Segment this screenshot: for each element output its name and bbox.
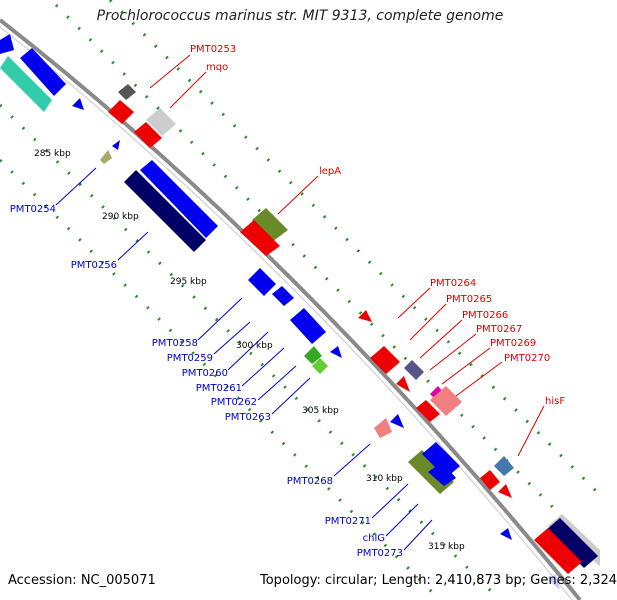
gene-label-forward[interactable]: PMT0269 <box>490 338 536 349</box>
track-guide-outer-1 <box>54 3 602 557</box>
gene-label-reverse[interactable]: PMT0271 <box>325 516 371 527</box>
gene-chlG[interactable] <box>422 442 460 478</box>
kbp-label: 285 kbp <box>34 149 71 159</box>
forward-genes <box>108 84 600 574</box>
gene-label-reverse[interactable]: PMT0273 <box>357 548 403 559</box>
gene-pmt0273[interactable] <box>428 462 456 486</box>
kbp-label: 305 kbp <box>302 406 339 416</box>
gene-reverse-i[interactable] <box>548 574 560 590</box>
gene-pmt0259[interactable] <box>272 286 294 306</box>
gene-pmt0260[interactable] <box>290 308 326 344</box>
gene-label-reverse[interactable]: chlG <box>363 533 385 544</box>
gene-label-reverse[interactable]: PMT0258 <box>152 338 198 349</box>
forward-callouts <box>149 54 545 457</box>
gene-label-forward[interactable]: PMT0267 <box>476 324 522 335</box>
gene-reverse-b[interactable] <box>0 56 52 112</box>
gene-reverse-f[interactable] <box>124 170 206 252</box>
gene-label-forward[interactable]: PMT0253 <box>190 44 236 55</box>
gene-label-reverse[interactable]: PMT0263 <box>225 412 271 423</box>
gene-forward-c[interactable] <box>240 220 280 256</box>
kbp-label: 290 kbp <box>102 212 139 222</box>
gene-label-reverse[interactable]: PMT0259 <box>167 353 213 364</box>
reverse-labels: PMT0254 PMT0256 PMT0258 PMT0259 PMT0260 … <box>10 204 403 559</box>
gene-label-forward[interactable]: hisF <box>545 396 565 407</box>
gene-label-reverse[interactable]: PMT0256 <box>71 260 117 271</box>
gene-pmt0263[interactable] <box>330 346 342 358</box>
gene-label-forward[interactable]: PMT0266 <box>462 310 508 321</box>
kbp-label: 295 kbp <box>170 277 207 287</box>
gene-pmt0270[interactable] <box>430 386 462 416</box>
gene-pmt0268[interactable] <box>374 418 392 438</box>
track-guides <box>0 0 602 600</box>
gene-forward-e[interactable] <box>480 470 500 490</box>
gene-reverse-g[interactable] <box>390 414 404 428</box>
gene-label-reverse[interactable]: PMT0260 <box>182 368 228 379</box>
gene-pmt0264[interactable] <box>358 310 372 322</box>
gene-label-forward[interactable]: lepA <box>319 166 341 177</box>
gene-lepA[interactable] <box>252 208 288 242</box>
reverse-genes <box>0 34 560 590</box>
gene-label-forward[interactable]: PMT0264 <box>430 278 476 289</box>
map-title: Prochlorococcus marinus str. MIT 9313, c… <box>96 8 504 24</box>
gene-forward-b[interactable] <box>134 122 162 148</box>
gene-reverse-a[interactable] <box>0 34 14 54</box>
kbp-label: 310 kbp <box>366 474 403 484</box>
gene-mqo[interactable] <box>146 108 176 136</box>
track-guide-inner-1 <box>0 103 502 600</box>
gene-pmt0256[interactable] <box>140 160 218 238</box>
gene-pmt0261[interactable] <box>304 346 322 364</box>
gene-label-forward[interactable]: PMT0270 <box>504 353 550 364</box>
gene-reverse-d[interactable] <box>72 98 84 110</box>
gene-reverse-h[interactable] <box>500 528 512 540</box>
gene-forward-a[interactable] <box>108 100 134 124</box>
gene-pmt0253[interactable] <box>118 84 136 100</box>
gene-reverse-c[interactable] <box>20 48 66 96</box>
gene-pmt0258[interactable] <box>248 268 276 296</box>
gene-hisF[interactable] <box>494 456 514 476</box>
gene-forward-i[interactable] <box>534 528 582 574</box>
gene-label-reverse[interactable]: PMT0254 <box>10 204 56 215</box>
gene-forward-d[interactable] <box>416 400 440 422</box>
reverse-callouts <box>55 167 433 551</box>
gene-label-reverse[interactable]: PMT0261 <box>196 383 242 394</box>
kbp-label: 300 kbp <box>236 341 273 351</box>
gene-pmt0262[interactable] <box>312 358 328 374</box>
genome-map[interactable]: 285 kbp 290 kbp 295 kbp 300 kbp 305 kbp … <box>0 0 602 600</box>
forward-labels: PMT0253 mqo lepA PMT0264 PMT0265 PMT0266… <box>190 44 565 407</box>
gene-pmt0265[interactable] <box>370 346 400 374</box>
gene-label-forward[interactable]: mqo <box>206 62 228 73</box>
gene-pmt0266[interactable] <box>404 360 424 380</box>
gene-label-reverse[interactable]: PMT0262 <box>211 397 257 408</box>
kbp-labels: 285 kbp 290 kbp 295 kbp 300 kbp 305 kbp … <box>34 149 465 552</box>
gene-reverse-e[interactable] <box>112 140 120 150</box>
track-guide-outer-2 <box>108 0 602 497</box>
kbp-label: 315 kbp <box>428 542 465 552</box>
accession-text: Accession: NC_005071 <box>8 573 156 588</box>
genome-summary-text: Topology: circular; Length: 2,410,873 bp… <box>260 573 617 588</box>
gene-forward-h[interactable] <box>546 518 598 568</box>
gene-pmt0267[interactable] <box>396 376 410 392</box>
backbone <box>0 18 582 600</box>
gene-pmt0254[interactable] <box>100 150 112 164</box>
gene-label-reverse[interactable]: PMT0268 <box>287 476 333 487</box>
gene-label-forward[interactable]: PMT0265 <box>446 294 492 305</box>
gene-forward-f[interactable] <box>498 484 512 498</box>
